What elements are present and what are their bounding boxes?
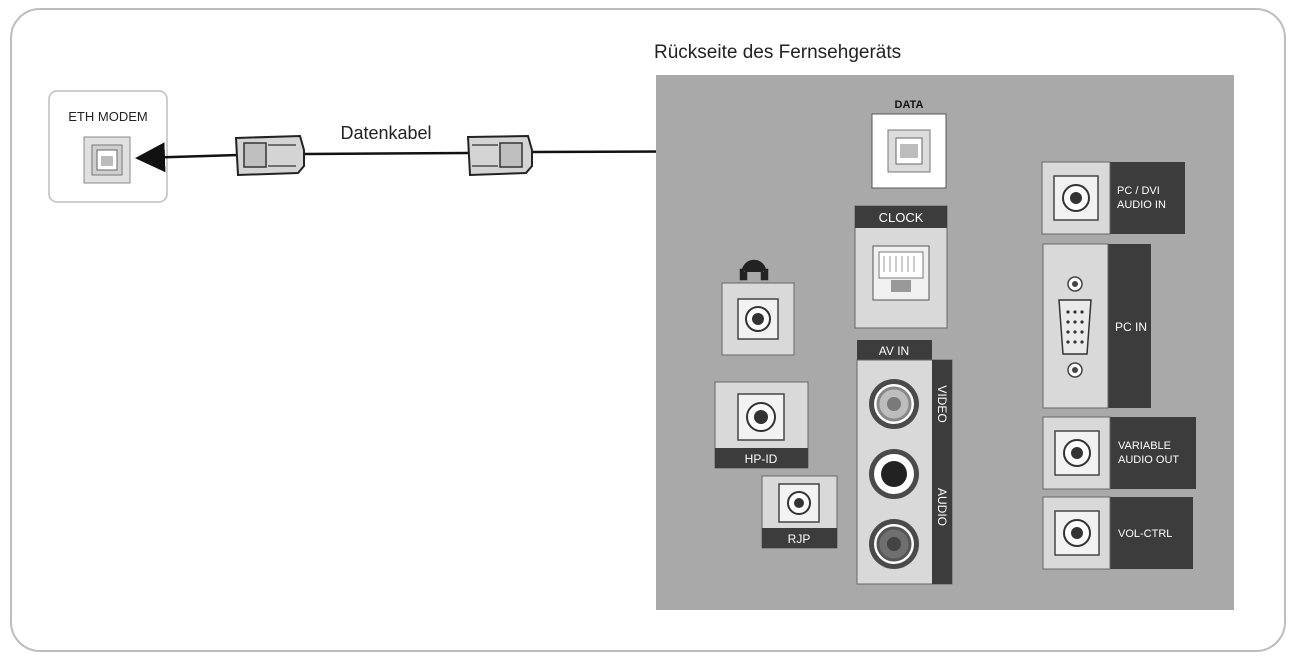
av-in-label: AV IN bbox=[879, 344, 909, 358]
pc-dvi-jack-icon bbox=[1053, 175, 1099, 221]
vol-ctrl-label: VOL-CTRL bbox=[1118, 528, 1172, 540]
hpid-port: HP-ID bbox=[714, 381, 809, 469]
pc-in-label: PC IN bbox=[1115, 320, 1147, 334]
pc-dvi-label-line1: PC / DVI bbox=[1117, 185, 1160, 197]
vol-ctrl-jack-icon bbox=[1054, 510, 1100, 556]
hpid-jack-icon bbox=[737, 393, 785, 441]
variable-audio-jack-icon bbox=[1054, 430, 1100, 476]
video-rca-jack-icon bbox=[869, 379, 919, 429]
cable-label: Datenkabel bbox=[340, 123, 431, 143]
rjp-port: RJP bbox=[761, 475, 838, 549]
hpid-port-label: HP-ID bbox=[745, 452, 778, 466]
audio-right-rca-jack-icon bbox=[869, 519, 919, 569]
modem-label: ETH MODEM bbox=[68, 109, 147, 124]
av-in-ports: AV IN VIDEO AUDIO bbox=[856, 340, 953, 585]
data-port-label: DATA bbox=[895, 99, 924, 111]
vga-port-icon bbox=[1058, 276, 1092, 378]
audio-label: AUDIO bbox=[935, 488, 949, 526]
rjp-port-label: RJP bbox=[788, 532, 811, 546]
headphone-jack-icon bbox=[737, 298, 779, 340]
eth-modem: ETH MODEM bbox=[48, 90, 168, 203]
headphone-icon bbox=[739, 259, 769, 281]
pc-in-port: PC IN bbox=[1042, 243, 1151, 409]
headphone-port bbox=[721, 259, 795, 356]
cable-plug-left-icon bbox=[234, 134, 305, 177]
modem-ethernet-port-icon bbox=[83, 136, 131, 184]
cable-plug-right-icon bbox=[466, 134, 533, 177]
tv-panel-title: Rückseite des Fernsehgeräts bbox=[654, 42, 901, 63]
data-ethernet-port-icon bbox=[887, 129, 931, 173]
variable-label-line2: AUDIO OUT bbox=[1118, 454, 1179, 466]
data-port: DATA bbox=[871, 99, 947, 189]
video-label: VIDEO bbox=[935, 385, 949, 422]
tv-back-panel: Rückseite des Fernsehgeräts DATA CLOCK bbox=[654, 42, 1234, 610]
clock-port-label: CLOCK bbox=[879, 210, 924, 225]
audio-left-rca-jack-icon bbox=[869, 449, 919, 499]
pc-dvi-audio-in-port: PC / DVI AUDIO IN bbox=[1041, 161, 1185, 235]
variable-label-line1: VARIABLE bbox=[1118, 440, 1171, 452]
vol-ctrl-port: VOL-CTRL bbox=[1042, 496, 1193, 570]
pc-dvi-label-line2: AUDIO IN bbox=[1117, 199, 1166, 211]
clock-port: CLOCK bbox=[854, 205, 948, 329]
variable-audio-out-port: VARIABLE AUDIO OUT bbox=[1042, 416, 1196, 490]
rjp-jack-icon bbox=[778, 483, 820, 523]
clock-rj-port-icon bbox=[872, 245, 930, 301]
